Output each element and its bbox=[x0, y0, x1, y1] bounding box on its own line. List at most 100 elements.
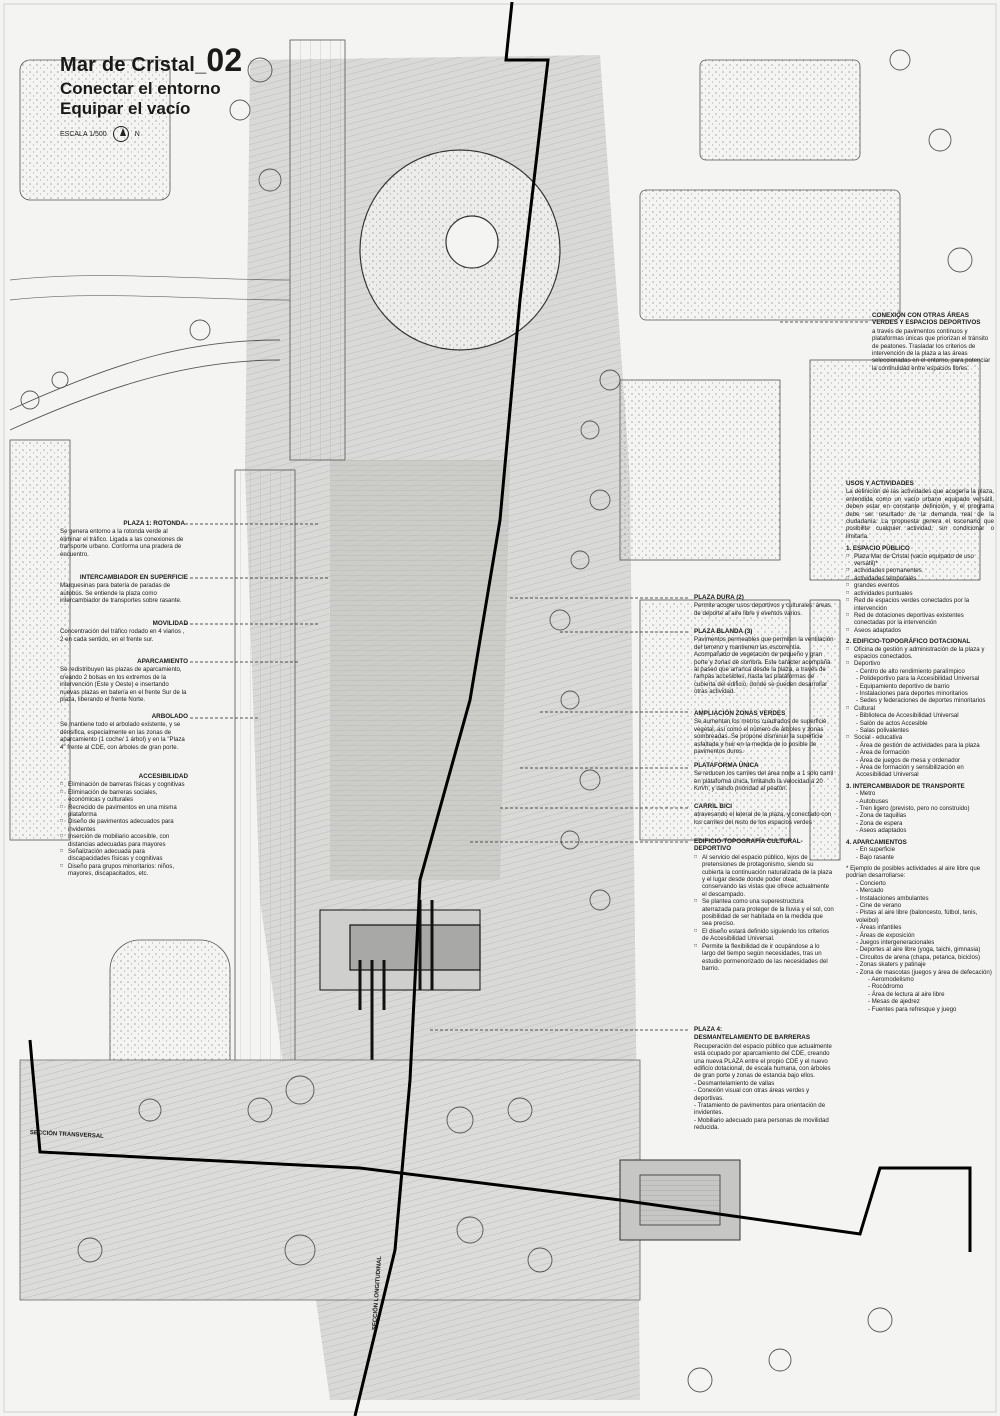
list-item: Concierto bbox=[856, 880, 994, 887]
list-item: grandes eventos bbox=[846, 582, 994, 590]
list-item: Polideportivo para la Accesibilidad Univ… bbox=[856, 675, 994, 682]
list-item: El diseño estará definido siguiendo los … bbox=[694, 928, 834, 943]
list-item: Permite la flexibilidad de ir ocupándose… bbox=[694, 943, 834, 973]
list-item: Rocódromo bbox=[868, 983, 994, 990]
note-plaza-blanda: PLAZA BLANDA (3) Pavimentos permeables q… bbox=[694, 628, 834, 696]
note-aparcamiento: APARCAMIENTO Se redistribuyen las plazas… bbox=[60, 658, 188, 704]
note-ampliacion: AMPLIACIÓN ZONAS VERDES Se aumentan los … bbox=[694, 710, 827, 756]
usos-section-4-list: En superficie Bajo rasante bbox=[846, 846, 994, 861]
social-list: Área de gestión de actividades para la p… bbox=[846, 742, 994, 779]
usos-actividades-panel: USOS Y ACTIVIDADES La definición de las … bbox=[846, 480, 994, 1013]
north-label: N bbox=[134, 130, 140, 138]
cultural-list: Biblioteca de Accesibilidad Universal Sa… bbox=[846, 712, 994, 734]
usos-section-1-title: 1. ESPACIO PÚBLICO bbox=[846, 545, 910, 553]
list-item: Deportivo bbox=[846, 660, 994, 668]
edificio-list: Al servicio del espacio público, lejos d… bbox=[694, 854, 834, 973]
list-item: Eliminación de barreras sociales, económ… bbox=[60, 789, 188, 804]
note-intercambiador: INTERCAMBIADOR EN SUPERFICIE Marquesinas… bbox=[60, 574, 188, 605]
list-item: Equipamiento deportivo de barrio bbox=[856, 683, 994, 690]
list-item: Plaza Mar de Cristal (vacío equipado de … bbox=[846, 553, 994, 568]
list-item: actividades permanentes bbox=[846, 567, 994, 575]
list-item: Salón de actos Accesible bbox=[856, 720, 994, 727]
list-item: En superficie bbox=[856, 846, 994, 853]
list-item: Salas polivalentes bbox=[856, 727, 994, 734]
list-item: Área de formación y sensibilización en A… bbox=[856, 764, 994, 779]
list-item: Aseos adaptados bbox=[846, 627, 994, 635]
right-blocks bbox=[619, 59, 981, 861]
list-item: Social - educativa bbox=[846, 734, 994, 742]
deportivo-list: Centro de alto rendimiento paralímpico P… bbox=[846, 668, 994, 705]
list-item: Mercado bbox=[856, 887, 994, 894]
list-item: Al servicio del espacio público, lejos d… bbox=[694, 854, 834, 898]
road-north bbox=[290, 40, 345, 460]
trees bbox=[20, 49, 973, 1393]
list-item: Diseño para grupos minoritarios: niños, … bbox=[60, 863, 188, 878]
activities-footnote: * Ejemplo de posibles actividades al air… bbox=[846, 864, 981, 880]
list-item: actividades temporales bbox=[846, 575, 994, 583]
sub-activities-list: Aeromodelismo Rocódromo Área de lectura … bbox=[846, 976, 994, 1013]
list-item: Mesas de ajedrez bbox=[868, 998, 994, 1005]
road-west bbox=[235, 470, 295, 1170]
list-item: Área de formación bbox=[856, 749, 994, 756]
usos-section-4-title: 4. APARCAMIENTOS bbox=[846, 838, 907, 846]
list-item: Oficina de gestión y administración de l… bbox=[846, 646, 994, 661]
accesibilidad-list: Eliminación de barreras físicas y cognit… bbox=[60, 781, 188, 877]
list-item: Instalaciones ambulantes bbox=[856, 895, 994, 902]
section-transversal-line bbox=[28, 1039, 972, 1252]
roundabout-center bbox=[445, 215, 499, 269]
subtitle-line-2: Equipar el vacío bbox=[60, 99, 191, 118]
list-item: Se plantea como una superestructura ater… bbox=[694, 898, 834, 928]
list-item: Fuentes para refresque y juego bbox=[868, 1006, 994, 1013]
usos-section-2-title: 2. EDIFICIO-TOPOGRÁFICO DOTACIONAL bbox=[846, 638, 971, 646]
list-item: Biblioteca de Accesibilidad Universal bbox=[856, 712, 994, 719]
list-item: Red de dotaciones deportivas existentes … bbox=[846, 612, 994, 627]
list-item: Áreas infantiles bbox=[856, 924, 994, 931]
note-plaza4: PLAZA 4: DESMANTELAMIENTO DE BARRERAS Re… bbox=[694, 1026, 832, 1132]
list-item: Zona de espera bbox=[856, 820, 994, 827]
sheet-number: 02 bbox=[206, 42, 243, 78]
left-blocks bbox=[9, 59, 231, 1151]
note-accesibilidad: ACCESIBILIDAD Eliminación de barreras fí… bbox=[60, 773, 188, 878]
list-item: Tren ligero (previsto, pero no construid… bbox=[856, 805, 994, 812]
subtitle-line-1: Conectar el entorno bbox=[60, 79, 221, 98]
list-item: Circuitos de arena (chapa, petanca, bici… bbox=[856, 954, 994, 961]
list-item: Red de espacios verdes conectados por la… bbox=[846, 597, 994, 612]
list-item: Área de lectura al aire libre bbox=[868, 991, 994, 998]
usos-section-3-list: Metro Autobuses Tren ligero (previsto, p… bbox=[846, 790, 994, 834]
list-item: Autobuses bbox=[856, 798, 994, 805]
list-item: Metro bbox=[856, 790, 994, 797]
title-block: Mar de Cristal_02 Conectar el entorno Eq… bbox=[60, 42, 310, 119]
note-conexion: CONEXIÓN CON OTRAS ÁREAS VERDES Y ESPACI… bbox=[872, 312, 991, 372]
usos-section-3-title: 3. INTERCAMBIADOR DE TRANSPORTE bbox=[846, 782, 965, 790]
note-arbolado: ARBOLADO Se mantiene todo el arbolado ex… bbox=[60, 713, 188, 751]
list-item: Área de juegos de mesa y ordenador bbox=[856, 757, 994, 764]
list-item: actividades puntuales bbox=[846, 590, 994, 598]
note-plaza-dura: PLAZA DURA (2) Permite acoger usos depor… bbox=[694, 594, 831, 617]
note-carril-bici: CARRIL BICI atravesando el lateral de la… bbox=[694, 803, 832, 826]
list-item: Aseos adaptados bbox=[856, 827, 994, 834]
paper-border bbox=[3, 3, 997, 1413]
scale-indicator: ESCALA 1/500 N bbox=[60, 126, 140, 142]
list-item: Juegos intergeneracionales bbox=[856, 939, 994, 946]
list-item: Sedes y federaciones de deportes minorit… bbox=[856, 697, 994, 704]
note-plataforma: PLATAFORMA ÚNICA Se reducen los carriles… bbox=[694, 762, 834, 793]
list-item: Centro de alto rendimiento paralímpico bbox=[856, 668, 994, 675]
leader-lines bbox=[185, 321, 870, 1031]
list-item: Inserción de mobiliario accesible, con d… bbox=[60, 833, 188, 848]
list-item: Instalaciones para deportes minoritarios bbox=[856, 690, 994, 697]
list-item: Bajo rasante bbox=[856, 854, 994, 861]
scale-label: ESCALA 1/500 bbox=[60, 130, 107, 138]
list-item: Zonas skaters y patinaje bbox=[856, 961, 994, 968]
north-arrow-icon bbox=[112, 126, 129, 142]
list-item: Recrecido de pavimentos en una misma pla… bbox=[60, 804, 188, 819]
list-item: Áreas de exposición bbox=[856, 932, 994, 939]
list-item: Deportes al aire libre (yoga, taichi, gi… bbox=[856, 946, 994, 953]
usos-section-2-list: Oficina de gestión y administración de l… bbox=[846, 646, 994, 669]
list-item: Aeromodelismo bbox=[868, 976, 994, 983]
note-movilidad: MOVILIDAD Concentración del tráfico roda… bbox=[60, 620, 188, 643]
list-item: Señalización adecuada para discapacidade… bbox=[60, 848, 188, 863]
note-plaza1: PLAZA 1: ROTONDA Se genera entorno a la … bbox=[60, 520, 185, 558]
list-item: Eliminación de barreras físicas y cognit… bbox=[60, 781, 188, 789]
page-title: Mar de Cristal_02 bbox=[60, 42, 243, 78]
